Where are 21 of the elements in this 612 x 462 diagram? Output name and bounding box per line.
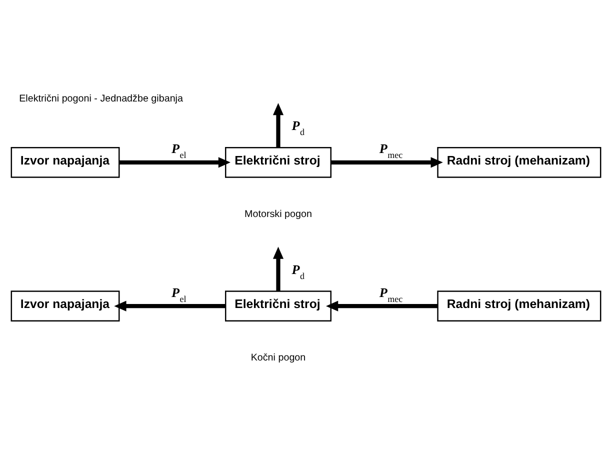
node-box: Izvor napajanja xyxy=(10,290,120,322)
node-box: Izvor napajanja xyxy=(10,146,120,178)
edge-label: P$_{mec}$ xyxy=(379,284,403,304)
edge-label: P$_{el}$ xyxy=(172,140,186,160)
arrow xyxy=(331,156,443,168)
node-box: Radni stroj (mehanizam) xyxy=(437,146,602,178)
node-box: Električni stroj xyxy=(225,290,332,322)
edge-label: P$_{d}$ xyxy=(292,261,305,280)
edge-label: P$_{d}$ xyxy=(292,118,305,137)
edge-label: P$_{mec}$ xyxy=(379,140,403,160)
label: Kočni pogon xyxy=(250,352,306,363)
label: Motorski pogon xyxy=(244,208,312,220)
arrow xyxy=(272,246,284,291)
arrow xyxy=(114,300,226,311)
arrow xyxy=(326,300,438,311)
diagram-title: Električni pogoni - Jednadžbe gibanja xyxy=(19,92,183,104)
node-box: Radni stroj (mehanizam) xyxy=(437,290,602,322)
edge-label: P$_{el}$ xyxy=(172,284,186,304)
arrow xyxy=(119,156,230,168)
node-box: Električni stroj xyxy=(225,146,332,178)
arrow xyxy=(272,102,284,147)
